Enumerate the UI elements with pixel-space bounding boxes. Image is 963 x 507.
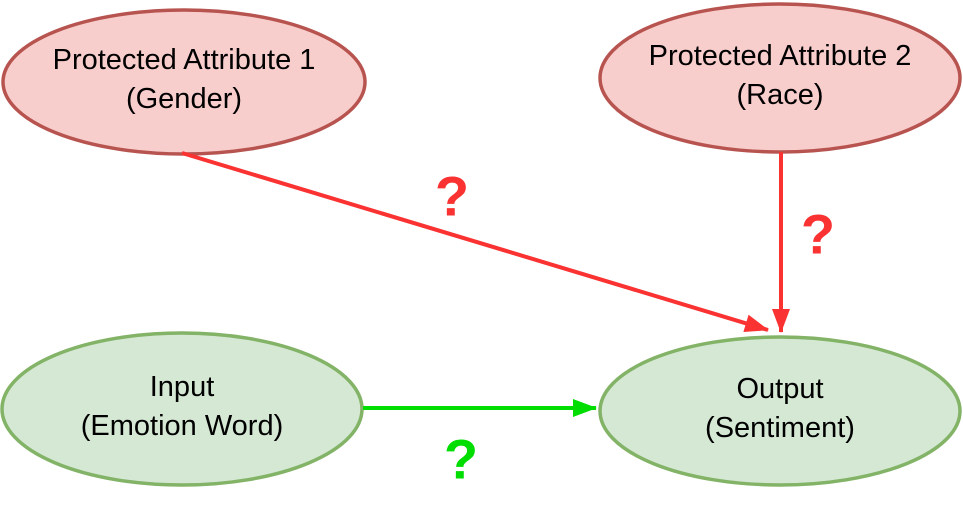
node-label-protected-attribute-2: Protected Attribute 2(Race) (649, 40, 912, 111)
edge-label-input-to-output: ? (444, 428, 478, 491)
edge-label-pa1-to-output: ? (435, 165, 469, 228)
edge-input-to-output: ? (363, 399, 597, 491)
node-label-protected-attribute-1: Protected Attribute 1(Gender) (53, 44, 316, 115)
node-protected-attribute-1: Protected Attribute 1(Gender) (1, 8, 367, 156)
node-protected-attribute-2: Protected Attribute 2(Race) (598, 2, 962, 154)
node-ellipse-protected-attribute-2 (598, 2, 962, 154)
node-output: Output(Sentiment) (598, 335, 962, 487)
node-label-output: Output(Sentiment) (705, 373, 855, 444)
node-label-input: Input(Emotion Word) (81, 371, 284, 442)
edge-label-pa2-to-output: ? (801, 203, 835, 266)
node-input: Input(Emotion Word) (0, 331, 364, 487)
edge-pa2-to-output: ? (772, 152, 835, 333)
node-ellipse-input (0, 331, 364, 487)
edge-pa1-to-output: ? (181, 151, 769, 332)
edge-arrow-pa1-to-output (181, 151, 769, 332)
node-ellipse-output (598, 335, 962, 487)
node-ellipse-protected-attribute-1 (1, 8, 367, 156)
